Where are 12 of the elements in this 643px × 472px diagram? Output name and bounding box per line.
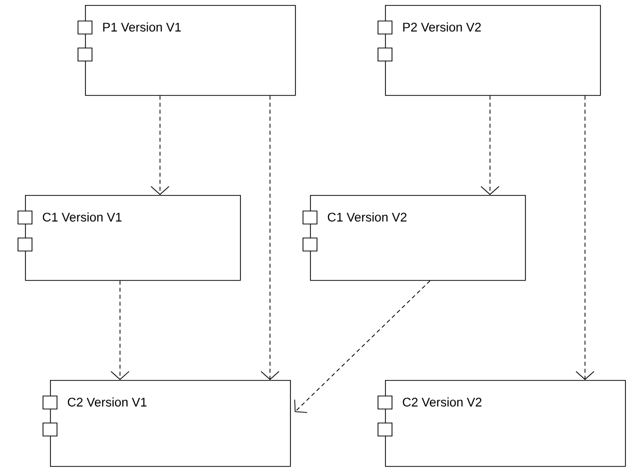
- dependency-arrow: [260, 95, 280, 380]
- component-box: P1 Version V1: [78, 5, 296, 96]
- component-box: C2 Version V2: [378, 380, 626, 467]
- dependency-arrow: [110, 280, 130, 380]
- component-box: C1 Version V2: [302, 195, 526, 281]
- dependency-arrow: [576, 95, 594, 380]
- component-box: P2 Version V2: [378, 5, 601, 96]
- dependency-arrow: [480, 95, 500, 195]
- dependency-arrow: [294, 280, 430, 413]
- component-box: C1 Version V1: [18, 195, 241, 281]
- component-box: C2 Version V1: [42, 380, 291, 467]
- dependency-arrow: [150, 95, 170, 195]
